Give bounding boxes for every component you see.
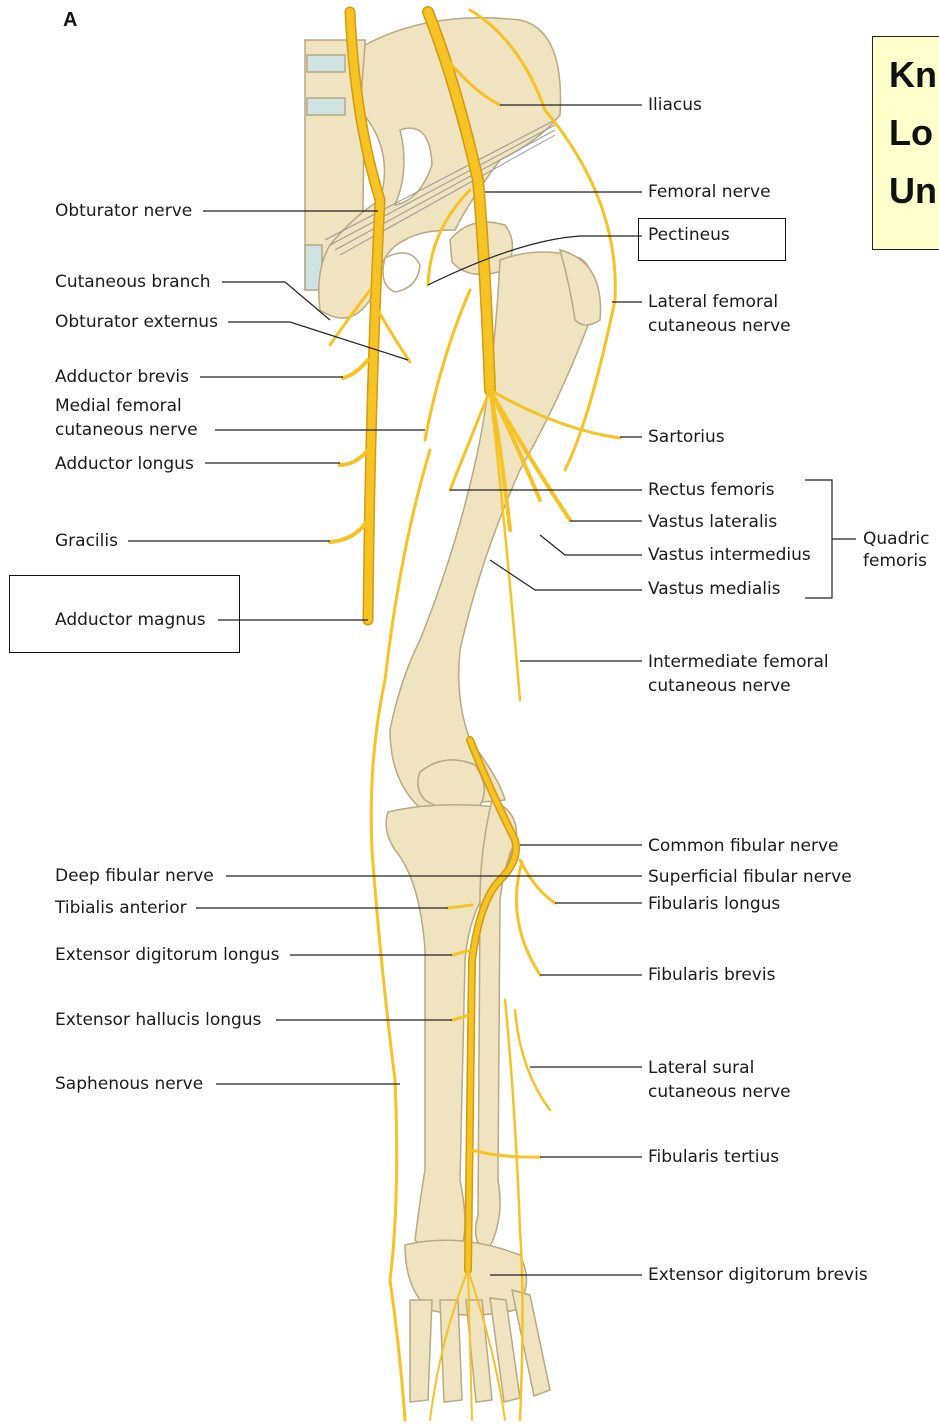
label-pectineus: Pectineus	[648, 223, 730, 247]
label-fibularis-longus: Fibularis longus	[648, 892, 780, 916]
note-box: Kn Lo Un	[872, 36, 939, 250]
label-fibularis-tertius: Fibularis tertius	[648, 1145, 779, 1169]
note-box-line-1: Kn	[889, 55, 937, 95]
label-sartorius: Sartorius	[648, 425, 725, 449]
label-adductor-magnus: Adductor magnus	[55, 608, 206, 632]
label-saphenous-nerve: Saphenous nerve	[55, 1072, 203, 1096]
label-obturator-externus: Obturator externus	[55, 310, 218, 334]
label-tibialis-anterior: Tibialis anterior	[55, 896, 187, 920]
label-medial-femoral-cutaneous-nerve: Medial femoral cutaneous nerve	[55, 394, 198, 442]
label-gracilis: Gracilis	[55, 529, 118, 553]
label-superficial-fibular-nerve: Superficial fibular nerve	[648, 865, 852, 889]
label-deep-fibular-nerve: Deep fibular nerve	[55, 864, 214, 888]
label-common-fibular-nerve: Common fibular nerve	[648, 834, 839, 858]
label-rectus-femoris: Rectus femoris	[648, 478, 775, 502]
label-extensor-digitorum-longus: Extensor digitorum longus	[55, 943, 280, 967]
label-adductor-brevis: Adductor brevis	[55, 365, 189, 389]
label-femoral-nerve: Femoral nerve	[648, 180, 771, 204]
label-vastus-medialis: Vastus medialis	[648, 577, 781, 601]
note-box-line-2: Lo	[889, 113, 933, 153]
obturator-foramen	[383, 253, 420, 292]
label-iliacus: Iliacus	[648, 93, 702, 117]
metatarsal-1	[410, 1300, 432, 1402]
label-fibularis-brevis: Fibularis brevis	[648, 963, 775, 987]
skeleton	[305, 18, 601, 1402]
metatarsal-4	[490, 1298, 520, 1402]
label-intermediate-femoral-cutaneous-nerve: Intermediate femoral cutaneous nerve	[648, 650, 829, 698]
note-box-line-3: Un	[889, 171, 937, 211]
label-vastus-intermedius: Vastus intermedius	[648, 543, 811, 567]
nerves	[330, 10, 620, 1420]
label-vastus-lateralis: Vastus lateralis	[648, 510, 777, 534]
label-extensor-hallucis-longus: Extensor hallucis longus	[55, 1008, 261, 1032]
label-obturator-nerve: Obturator nerve	[55, 199, 192, 223]
label-lateral-sural-cutaneous-nerve: Lateral sural cutaneous nerve	[648, 1056, 791, 1104]
label-quadriceps-femoris: Quadric femoris	[863, 528, 929, 572]
intervertebral-disc-1	[307, 55, 345, 72]
label-extensor-digitorum-brevis: Extensor digitorum brevis	[648, 1263, 868, 1287]
label-adductor-longus: Adductor longus	[55, 452, 194, 476]
label-cutaneous-branch: Cutaneous branch	[55, 270, 211, 294]
label-lateral-femoral-cutaneous-nerve: Lateral femoral cutaneous nerve	[648, 290, 791, 338]
intervertebral-disc-2	[307, 98, 345, 115]
